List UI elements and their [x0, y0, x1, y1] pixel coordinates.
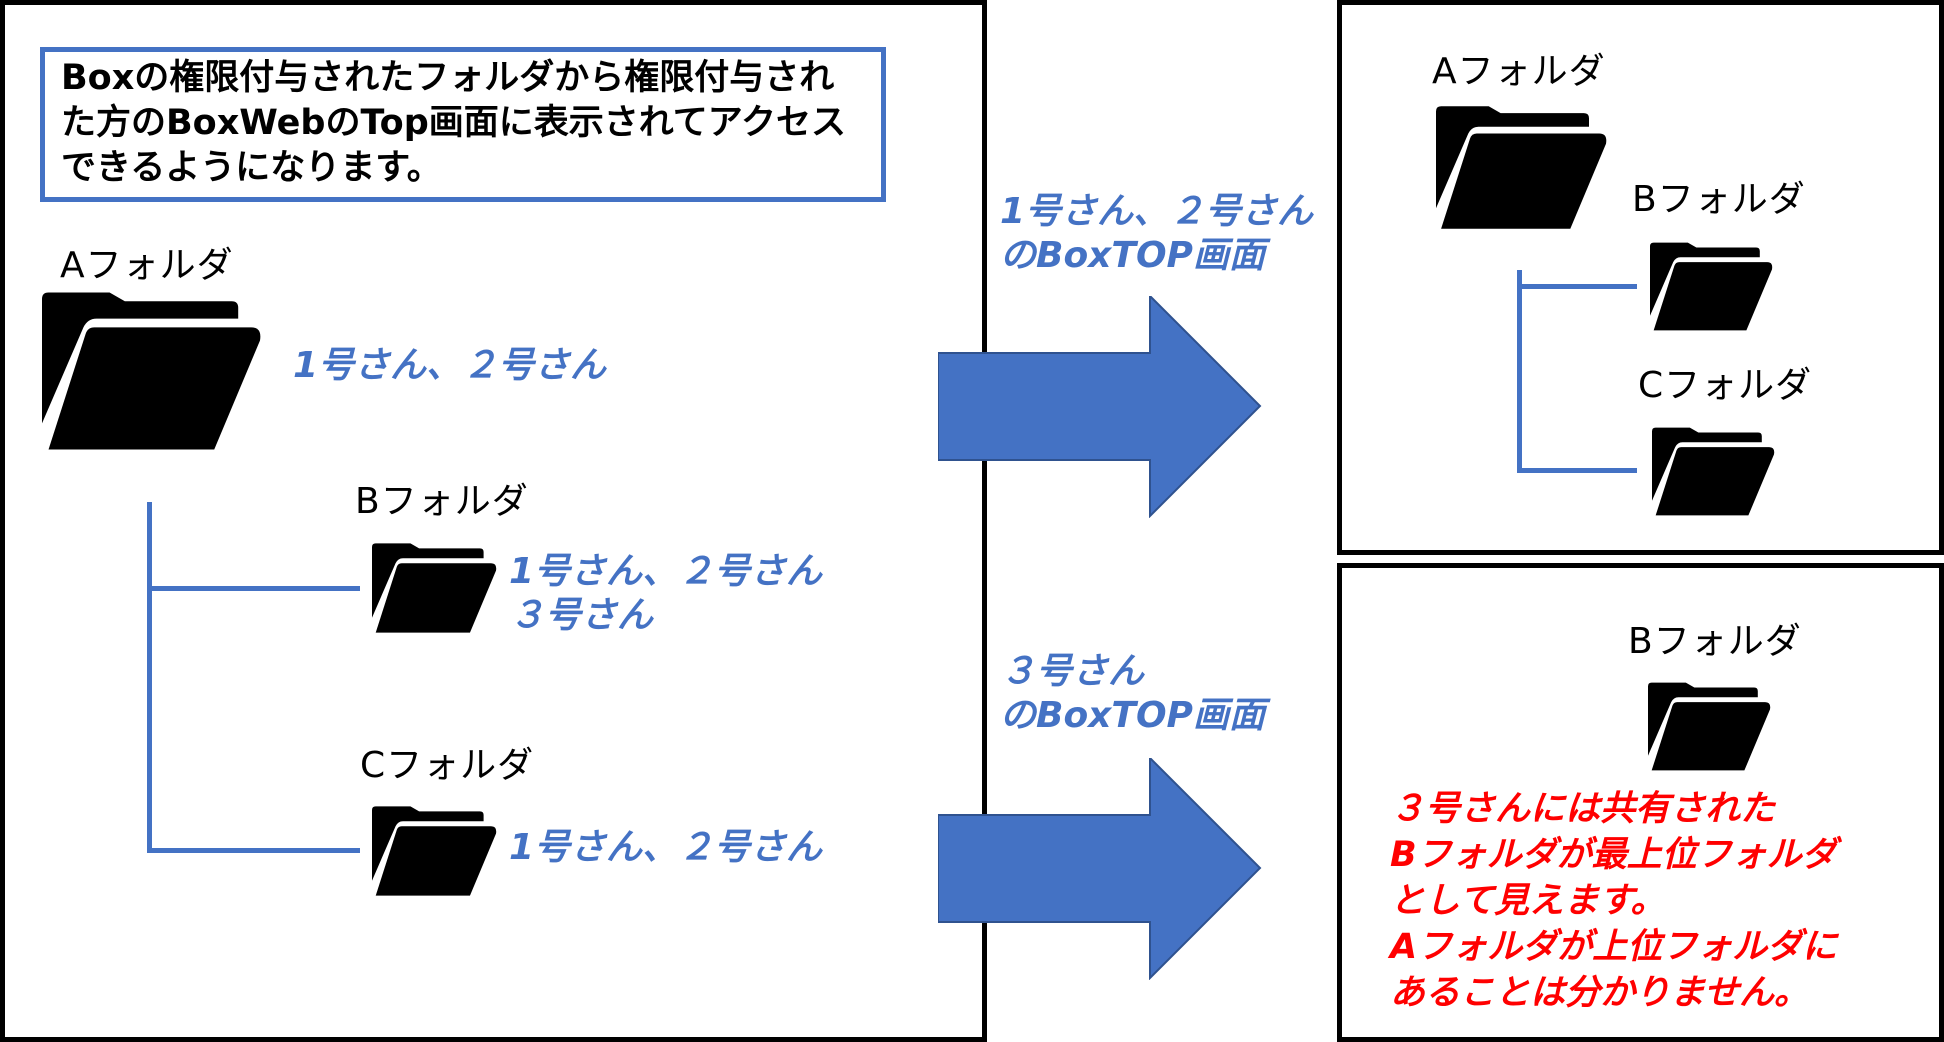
top-arrow	[938, 296, 1262, 518]
folder-b-icon	[372, 543, 497, 633]
top-arrow-label-line2: のBoxTOP画面	[1000, 235, 1265, 276]
tr-folder-b-label: Bフォルダ	[1632, 179, 1806, 220]
br-note-line-5: あることは分かりません。	[1390, 973, 1809, 1013]
folder-a-label: Aフォルダ	[60, 245, 234, 286]
folder-b-access-line2: ３号さん	[509, 595, 654, 636]
br-folder-b-label: Bフォルダ	[1628, 621, 1802, 662]
tr-folder-a-label: Aフォルダ	[1432, 51, 1606, 92]
tree-line-to-c	[147, 848, 360, 853]
br-note-line-2: Bフォルダが最上位フォルダ	[1390, 835, 1837, 875]
br-note-line-3: として見えます。	[1390, 881, 1666, 921]
tr-tree-line-vertical	[1517, 270, 1522, 473]
folder-c-label: Cフォルダ	[360, 745, 535, 786]
folder-a-icon	[42, 292, 261, 450]
bottom-arrow-label-line1: ３号さん	[1000, 651, 1145, 692]
tree-line-vertical	[147, 502, 152, 853]
folder-b-label: Bフォルダ	[355, 481, 529, 522]
bottom-arrow-label-line2: のBoxTOP画面	[1000, 695, 1265, 736]
tr-folder-b-icon	[1650, 242, 1773, 331]
folder-a-access: 1号さん、２号さん	[293, 345, 607, 386]
tr-tree-line-to-b	[1517, 284, 1637, 289]
top-right-panel	[1337, 0, 1944, 555]
tr-tree-line-to-c	[1517, 468, 1637, 473]
folder-c-icon	[372, 806, 497, 896]
bottom-arrow	[938, 758, 1262, 980]
tree-line-to-b	[147, 586, 360, 591]
folder-b-access-line1: 1号さん、２号さん	[509, 551, 823, 592]
folder-c-access: 1号さん、２号さん	[509, 827, 823, 868]
br-folder-b-icon	[1648, 682, 1771, 771]
br-note-line-1: ３号さんには共有された	[1390, 789, 1776, 829]
tr-folder-c-label: Cフォルダ	[1638, 365, 1813, 406]
br-note-line-4: Aフォルダが上位フォルダに	[1390, 927, 1838, 967]
explanation-note: Boxの権限付与されたフォルダから権限付与された方のBoxWebのTop画面に表…	[40, 47, 886, 202]
bottom-right-panel	[1337, 563, 1944, 1042]
top-arrow-label-line1: 1号さん、２号さん	[1000, 191, 1314, 232]
tr-folder-c-icon	[1652, 427, 1775, 516]
tr-folder-a-icon	[1436, 106, 1607, 229]
